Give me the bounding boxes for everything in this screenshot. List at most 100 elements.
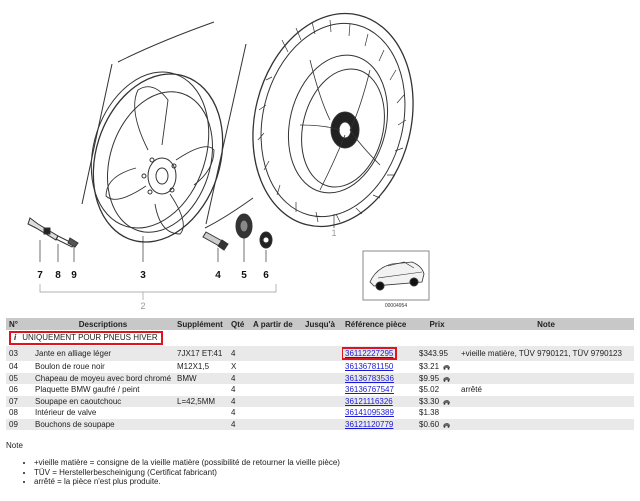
cell-description: Soupape en caoutchouc — [32, 395, 174, 407]
cell-until — [302, 372, 342, 384]
cell-note — [458, 372, 634, 384]
callout-5: 5 — [241, 270, 247, 281]
col-header-supplement: Supplément — [174, 318, 228, 330]
cell-reference: 36121116326 — [342, 395, 416, 407]
cell-price: $5.02 — [416, 384, 458, 396]
part-number-link[interactable]: 36121120779 — [345, 419, 394, 429]
price-value: $9.95 — [419, 373, 440, 383]
col-header-qty: Qté — [228, 318, 250, 330]
cell-qty: 4 — [228, 372, 250, 384]
cell-price: $3.30 — [416, 395, 458, 407]
callout-3: 3 — [140, 270, 146, 281]
notes-list: +vieille matière = consigne de la vieill… — [6, 458, 626, 487]
cell-price: $3.21 — [416, 361, 458, 373]
cell-until — [302, 361, 342, 373]
col-header-until: Jusqu'à — [302, 318, 342, 330]
price-value: $3.21 — [419, 362, 440, 372]
notes-title: Note — [6, 441, 23, 450]
col-header-price: Prix — [416, 318, 458, 330]
callout-9: 9 — [71, 270, 77, 281]
cell-qty: 4 — [228, 418, 250, 430]
valve-parts-drawing — [27, 217, 79, 248]
winter-tire-notice: i UNIQUEMENT POUR PNEUS HIVER — [9, 331, 163, 345]
cell-from — [250, 407, 302, 419]
cell-price: $343.95 — [416, 346, 458, 361]
wheel-bolt-drawing — [202, 231, 229, 251]
cell-no: 07 — [6, 395, 32, 407]
tire-drawing — [252, 12, 414, 228]
cell-qty: 4 — [228, 346, 250, 361]
cell-note — [458, 395, 634, 407]
callout-2: 2 — [140, 301, 145, 311]
cell-no: 06 — [6, 384, 32, 396]
cell-qty: X — [228, 361, 250, 373]
cell-until — [302, 384, 342, 396]
notes-section: Note +vieille matière = consigne de la v… — [6, 441, 626, 487]
price-value: $1.38 — [419, 408, 440, 418]
callout-8: 8 — [55, 270, 61, 281]
callout-4: 4 — [215, 270, 221, 281]
cell-price: $0.60 — [416, 418, 458, 430]
price-value: $343.95 — [419, 349, 448, 358]
cell-description: Boulon de roue noir — [32, 361, 174, 373]
car-icon — [443, 399, 451, 405]
part-number-link[interactable]: 36112227295 — [345, 349, 394, 358]
callout-7: 7 — [37, 270, 43, 281]
part-number-link[interactable]: 36136783536 — [345, 373, 394, 383]
cell-note — [458, 418, 634, 430]
col-header-from: A partir de — [250, 318, 302, 330]
winter-tire-notice-text: UNIQUEMENT POUR PNEUS HIVER — [22, 333, 158, 342]
cell-from — [250, 361, 302, 373]
cell-description: Bouchons de soupape — [32, 418, 174, 430]
cell-note — [458, 407, 634, 419]
col-header-no: N° — [6, 318, 32, 330]
rim-drawing — [81, 21, 254, 243]
inset-code: 00004954 — [385, 303, 407, 309]
cell-from — [250, 395, 302, 407]
cell-no: 03 — [6, 346, 32, 361]
cell-supplement: M12X1,5 — [174, 361, 228, 373]
car-icon — [443, 365, 451, 370]
cell-from — [250, 346, 302, 361]
cell-note — [458, 361, 634, 373]
table-header-row: N° Descriptions Supplément Qté A partir … — [6, 318, 634, 330]
cell-no: 04 — [6, 361, 32, 373]
cell-description: Chapeau de moyeu avec bord chromé — [32, 372, 174, 384]
part-number-link[interactable]: 36136781150 — [345, 362, 394, 372]
cell-qty: 4 — [228, 395, 250, 407]
hub-cap-drawing — [235, 213, 253, 239]
cell-description: Jante en alliage léger — [32, 346, 174, 361]
note-item: arrêté = la pièce n'est plus produite. — [34, 477, 626, 487]
part-number-link[interactable]: 36136767547 — [345, 385, 394, 395]
cell-from — [250, 372, 302, 384]
cell-no: 05 — [6, 372, 32, 384]
highlighted-part-box: 36112227295 — [342, 347, 398, 360]
cell-note: arrêté — [458, 384, 634, 396]
part-number-link[interactable]: 36141095389 — [345, 408, 394, 418]
callout-6: 6 — [263, 270, 269, 281]
cell-qty: 4 — [228, 407, 250, 419]
col-header-reference: Référence pièce — [342, 318, 416, 330]
cell-reference: 36112227295 — [342, 346, 416, 361]
part-number-link[interactable]: 36121116326 — [345, 396, 393, 406]
car-icon — [443, 422, 451, 428]
cell-price: $1.38 — [416, 407, 458, 419]
cell-description: Intérieur de valve — [32, 407, 174, 419]
cell-reference: 36136767547 — [342, 384, 416, 396]
cell-supplement — [174, 407, 228, 419]
cell-reference: 36141095389 — [342, 407, 416, 419]
cell-until — [302, 418, 342, 430]
note-item: +vieille matière = consigne de la vieill… — [34, 458, 626, 468]
parts-diagram: 7 8 9 3 4 5 6 1 2 00004954 — [27, 12, 430, 311]
info-icon: i — [14, 333, 17, 342]
cell-price: $9.95 — [416, 372, 458, 384]
vehicle-inset — [362, 250, 430, 301]
car-icon — [443, 376, 451, 382]
cell-supplement: 7JX17 ET:41 — [174, 346, 228, 361]
price-value: $5.02 — [419, 385, 440, 395]
cell-until — [302, 346, 342, 361]
cell-no: 08 — [6, 407, 32, 419]
col-header-note: Note — [458, 318, 634, 330]
